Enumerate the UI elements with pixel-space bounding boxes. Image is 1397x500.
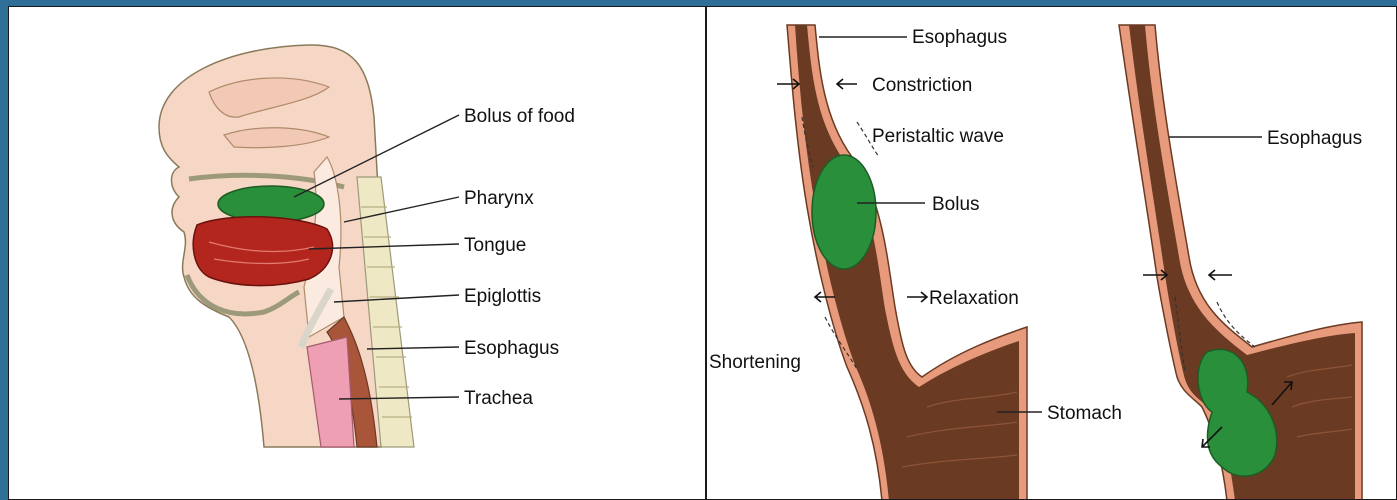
label-constriction: Constriction: [872, 75, 972, 96]
relaxation-arrow-right: [907, 292, 927, 302]
label-esophagus-right: Esophagus: [1267, 128, 1362, 149]
label-pharynx: Pharynx: [464, 188, 534, 209]
label-trachea: Trachea: [464, 388, 533, 409]
label-relaxation: Relaxation: [929, 288, 1019, 309]
constriction-arrow-left: [777, 79, 799, 89]
label-epiglottis: Epiglottis: [464, 286, 541, 307]
label-peristaltic-wave: Peristaltic wave: [872, 126, 1004, 147]
label-bolus-of-food: Bolus of food: [464, 106, 575, 127]
head-cross-section-diagram: Bolus of food Pharynx Tongue Epiglottis …: [9, 7, 706, 500]
label-stomach: Stomach: [1047, 403, 1122, 424]
peristalsis-diagram: Esophagus Constriction Peristaltic wave …: [707, 7, 1397, 500]
bolus-1: [812, 155, 876, 269]
label-tongue: Tongue: [464, 235, 526, 256]
constriction-arrow-right: [837, 79, 857, 89]
label-esophagus-top: Esophagus: [912, 27, 1007, 48]
constriction-arrow-left-2: [1143, 270, 1167, 280]
head-cross-section-panel: Bolus of food Pharynx Tongue Epiglottis …: [8, 6, 706, 500]
constriction-arrow-right-2: [1209, 270, 1232, 280]
label-shortening: Shortening: [709, 352, 801, 373]
label-bolus: Bolus: [932, 194, 980, 215]
label-esophagus: Esophagus: [464, 338, 559, 359]
peristalsis-panel: Esophagus Constriction Peristaltic wave …: [706, 6, 1397, 500]
